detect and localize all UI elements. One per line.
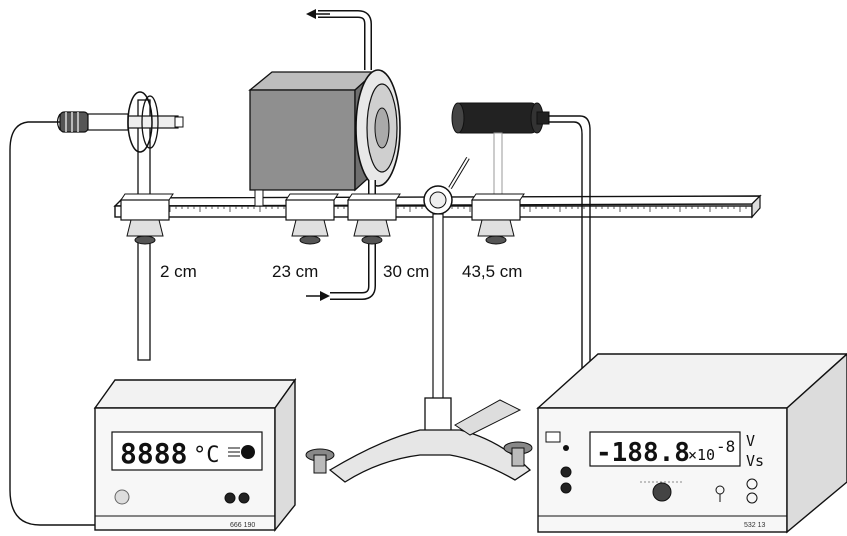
input-sockets [224,492,250,504]
position-label-43-5cm: 43,5 cm [462,262,522,281]
thermometer-logo [114,489,130,505]
bench-rider-3 [347,193,401,245]
bench-rider-4 [471,193,525,245]
bench-rider-2 [285,193,339,245]
cables [9,115,591,526]
amplifier-unit-bottom: Vs [746,452,764,470]
thermometer-unit: °C [193,443,220,468]
radiation-sensor [451,102,550,204]
tripod-base [305,397,533,483]
zero-adjust-icon [715,485,725,502]
thermometer-model: 666 190 [230,522,255,529]
bench-riders [120,193,525,245]
cooling-pipe [318,10,376,300]
position-label-23cm: 23 cm [272,262,318,281]
amplifier-multiplier: ×10 [688,446,715,464]
amplifier-model: 532 13 [744,522,766,529]
position-label-2cm: 2 cm [160,262,197,281]
digital-thermometer: 8888 °C 666 190 [93,377,297,532]
bench-rider-1 [120,193,174,245]
slit-holder [423,156,470,401]
amplifier-display: -188.8 [596,438,690,468]
display-selector-icon [228,445,255,459]
thermometer-display: 8888 [120,437,187,470]
amplifier-input-sockets [545,431,572,494]
flow-out-arrow [306,9,330,19]
range-selector-knob [640,481,684,502]
output-sockets [746,478,758,504]
lamp-housing [248,69,401,207]
flow-in-arrow [306,291,330,301]
amplifier-unit-top: V [746,432,755,450]
amplifier-exponent: -8 [716,437,735,456]
measuring-amplifier: -188.8 ×10 -8 V Vs 532 13 [536,353,847,534]
position-label-30cm: 30 cm [383,262,429,281]
thermopile-sensor [56,91,184,153]
